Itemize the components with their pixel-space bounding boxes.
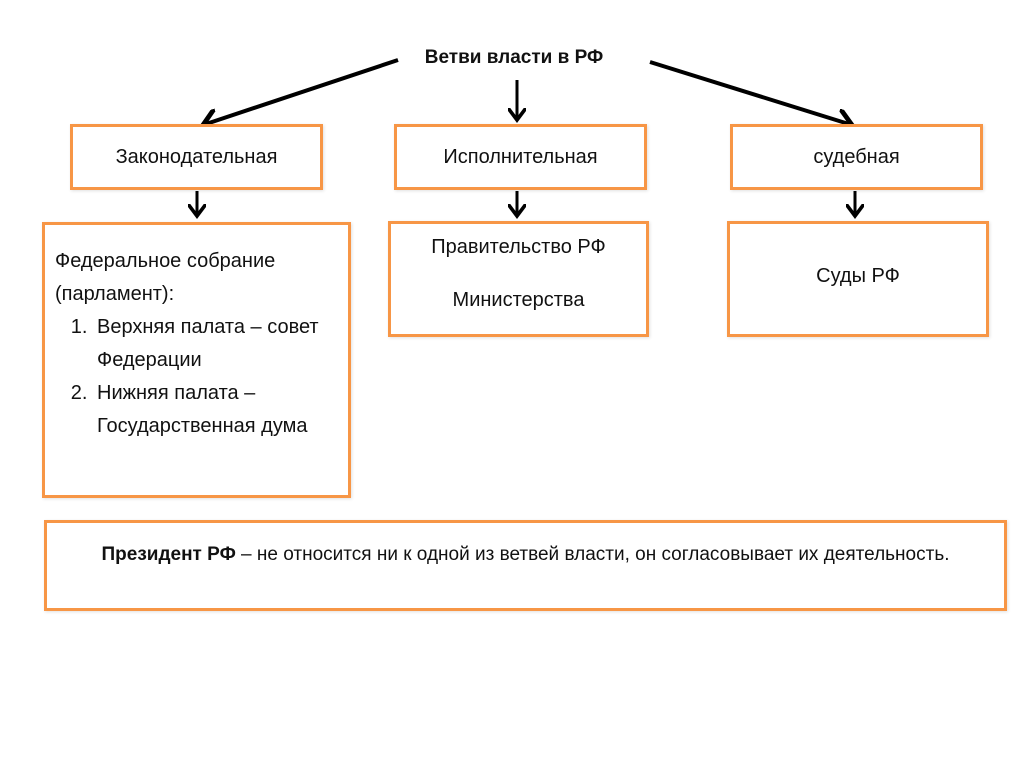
legislative-item: Нижняя палата – Государственная дума [93, 377, 338, 443]
executive-details: Правительство РФ Министерства [388, 221, 649, 337]
president-note: Президент РФ – не относится ни к одной и… [44, 520, 1007, 611]
legislative-list: Верхняя палата – совет Федерации Нижняя … [55, 311, 338, 443]
diagram-title: Ветви власти в РФ [424, 47, 604, 68]
branch-judicial: судебная [730, 124, 983, 190]
branch-executive: Исполнительная [394, 124, 647, 190]
legislative-heading: Федеральное собрание (парламент): [55, 250, 276, 305]
legislative-item: Верхняя палата – совет Федерации [93, 311, 338, 377]
legislative-details: Федеральное собрание (парламент): Верхня… [42, 222, 351, 498]
executive-line-1: Правительство РФ [431, 236, 606, 258]
arrow-to-judicial [649, 60, 852, 125]
judicial-details: Суды РФ [727, 221, 989, 337]
branch-legislative: Законодательная [70, 124, 323, 190]
president-text: – не относится ни к одной из ветвей влас… [235, 544, 950, 565]
arrow-to-legislative [203, 58, 399, 125]
president-label: Президент РФ [101, 544, 236, 565]
executive-line-2: Министерства [452, 289, 585, 311]
